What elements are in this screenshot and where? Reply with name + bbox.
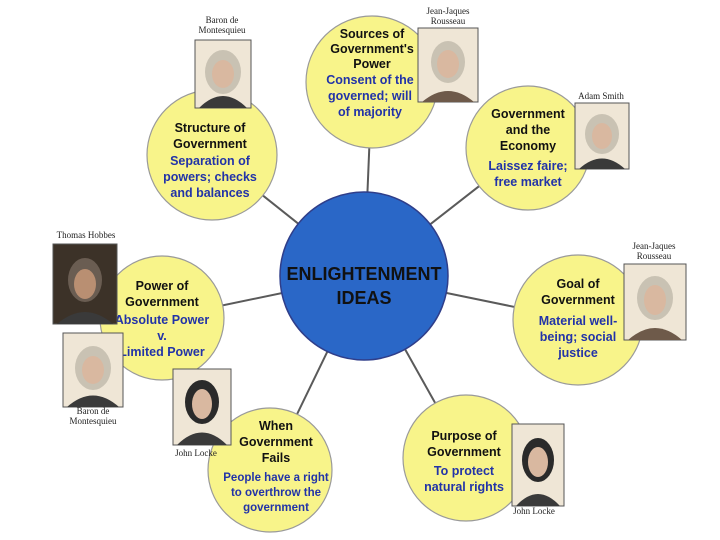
node-detail-line: Laissez faire; <box>488 159 567 173</box>
portrait-caption-line: Jean-Jaques <box>427 6 470 16</box>
portrait-caption-line: Rousseau <box>431 16 466 26</box>
node-power: Power of Government Absolute Power v. Li… <box>115 279 210 359</box>
node-detail-line: People have a right <box>223 472 329 484</box>
portrait-montesquieu-left: Baron de Montesquieu <box>62 332 124 426</box>
node-detail-line: Consent of the <box>326 73 414 87</box>
portrait-caption-line: Montesquieu <box>199 25 246 35</box>
hobbes-portrait-icon <box>52 243 118 325</box>
node-title-line: Government <box>427 445 501 459</box>
node-detail-line: government <box>243 502 309 514</box>
node-title-line: Government's <box>330 42 414 56</box>
montesquieu-portrait-icon <box>194 39 252 109</box>
node-fails: When Government Fails People have a righ… <box>223 419 329 514</box>
node-detail-line: of majority <box>338 105 402 119</box>
node-title-line: Government <box>173 137 247 151</box>
node-detail-line: governed; will <box>328 89 412 103</box>
node-detail-line: justice <box>557 346 598 360</box>
node-detail-line: Separation of <box>170 154 251 168</box>
node-detail-line: Limited Power <box>119 345 205 359</box>
portrait-caption-line: Adam Smith <box>578 91 624 101</box>
portrait-locke-left: John Locke <box>172 368 232 458</box>
portrait-caption-line: Baron de <box>206 15 239 25</box>
node-goal: Goal of Government Material well- being;… <box>539 277 618 360</box>
node-title-line: Power <box>353 57 391 71</box>
rousseau-portrait-icon <box>417 27 479 103</box>
portrait-rousseau-top: Jean-Jaques Rousseau <box>417 6 479 103</box>
node-title-line: Power of <box>136 279 190 293</box>
rousseau-portrait-icon <box>623 263 687 341</box>
node-title-line: When <box>259 419 293 433</box>
portrait-caption-line: Jean-Jaques <box>633 241 676 251</box>
node-title-line: Government <box>541 293 615 307</box>
node-detail-line: To protect <box>434 464 495 478</box>
node-detail-line: Absolute Power <box>115 313 210 327</box>
portrait-caption-line: John Locke <box>175 448 217 458</box>
portrait-caption-line: John Locke <box>513 506 555 516</box>
node-title-line: Government <box>491 107 565 121</box>
node-sources: Sources of Government's Power Consent of… <box>326 27 414 119</box>
portrait-caption-line: Montesquieu <box>70 416 117 426</box>
node-title-line: and the <box>506 123 550 137</box>
node-detail-line: powers; checks <box>163 170 257 184</box>
node-detail-line: v. <box>157 329 167 343</box>
portrait-caption-line: Rousseau <box>637 251 672 261</box>
montesquieu-portrait-icon <box>62 332 124 408</box>
node-title-line: Government <box>239 435 313 449</box>
node-structure: Structure of Government Separation of po… <box>163 121 257 200</box>
portrait-montesquieu-top: Baron de Montesquieu <box>194 15 252 109</box>
node-fails-circle <box>207 407 333 533</box>
node-title-line: Economy <box>500 139 556 153</box>
node-title-line: Sources of <box>340 27 405 41</box>
center-title-line-2: IDEAS <box>336 288 391 308</box>
portrait-hobbes: Thomas Hobbes <box>52 230 118 325</box>
node-title-line: Purpose of <box>431 429 497 443</box>
locke-portrait-icon <box>172 368 232 446</box>
node-detail-line: free market <box>494 175 562 189</box>
node-detail-line: natural rights <box>424 480 504 494</box>
node-detail-line: being; social <box>540 330 616 344</box>
portrait-rousseau-right: Jean-Jaques Rousseau <box>623 241 687 341</box>
node-title-line: Government <box>125 295 199 309</box>
locke-portrait-icon <box>511 423 565 507</box>
node-title-line: Structure of <box>175 121 247 135</box>
node-detail-line: and balances <box>170 186 249 200</box>
portrait-caption-line: Thomas Hobbes <box>57 230 116 240</box>
center-title-line-1: ENLIGHTENMENT <box>287 264 442 284</box>
node-detail-line: Material well- <box>539 314 618 328</box>
center-circle <box>279 191 449 361</box>
node-title-line: Fails <box>262 451 291 465</box>
node-circles <box>99 15 644 533</box>
portrait-caption-line: Baron de <box>77 406 110 416</box>
portrait-adam-smith: Adam Smith <box>574 91 630 170</box>
node-detail-line: to overthrow the <box>231 487 321 499</box>
node-purpose: Purpose of Government To protect natural… <box>424 429 504 494</box>
adam-smith-portrait-icon <box>574 102 630 170</box>
portrait-locke-right: John Locke <box>511 423 565 516</box>
node-economy: Government and the Economy Laissez faire… <box>488 107 567 189</box>
node-title-line: Goal of <box>556 277 600 291</box>
